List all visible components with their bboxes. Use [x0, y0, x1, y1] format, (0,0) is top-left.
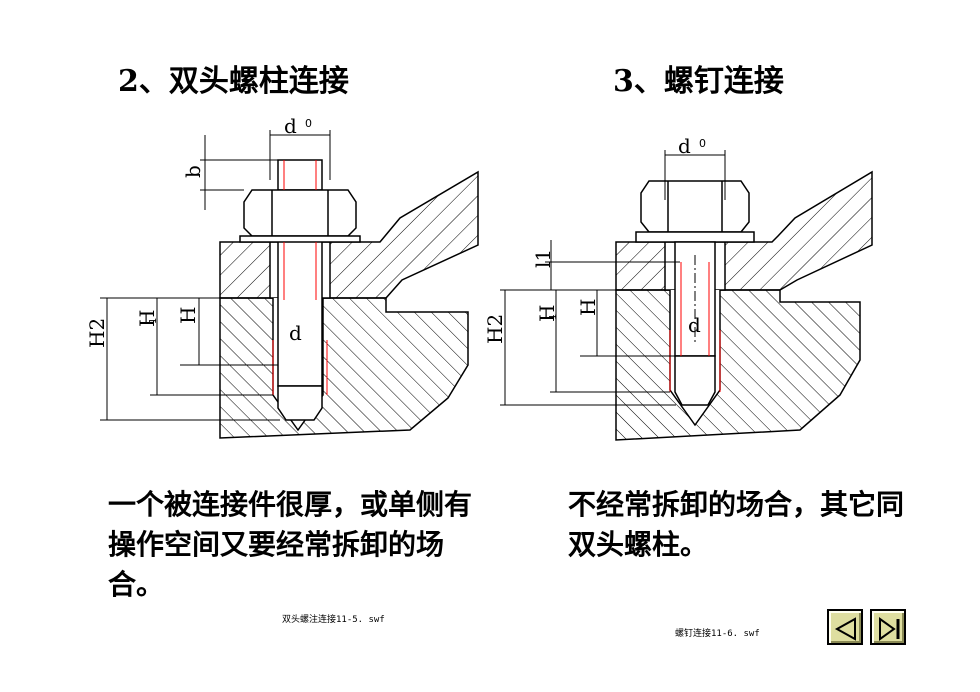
dim-b-left: b — [181, 165, 205, 178]
triangle-left-icon — [834, 617, 856, 641]
dim-d0-sub-left: 0 — [305, 117, 312, 130]
screw-joint-drawing — [500, 150, 873, 441]
left-file-link[interactable]: 双头螺注连接11-5. swf — [282, 615, 385, 625]
prev-button[interactable] — [827, 609, 863, 645]
dim-H2-left: H2 — [85, 318, 109, 348]
right-file-link[interactable]: 螺钉连接11-6. swf — [675, 629, 760, 639]
right-title: 3、螺钉连接 — [613, 64, 784, 99]
dim-H1-right: H — [535, 305, 559, 322]
dim-H2-right: H2 — [483, 314, 507, 344]
left-description: 一个被连接件很厚，或单侧有操作空间又要经常拆卸的场合。 — [108, 488, 473, 601]
dim-H-right: H — [576, 299, 600, 316]
dim-d0-right: d — [678, 134, 691, 158]
dim-l1-right: l1 — [531, 249, 555, 268]
skip-forward-icon — [879, 617, 900, 641]
dim-H-left: H — [176, 307, 200, 324]
dim-d-right: d — [688, 313, 701, 337]
right-description: 不经常拆卸的场合，其它同双头螺柱。 — [568, 488, 905, 561]
dim-d0-sub-right: 0 — [699, 137, 706, 150]
dim-d-left: d — [289, 321, 302, 345]
next-button[interactable] — [870, 609, 906, 645]
left-title: 2、双头螺柱连接 — [118, 64, 349, 99]
dim-H1-sub-right: 1 — [548, 314, 559, 320]
dim-H1-left: H — [135, 310, 159, 327]
dim-d0-left: d — [284, 114, 297, 138]
dim-H1-sub-left: 1 — [148, 318, 159, 324]
stud-joint-drawing — [100, 130, 479, 439]
